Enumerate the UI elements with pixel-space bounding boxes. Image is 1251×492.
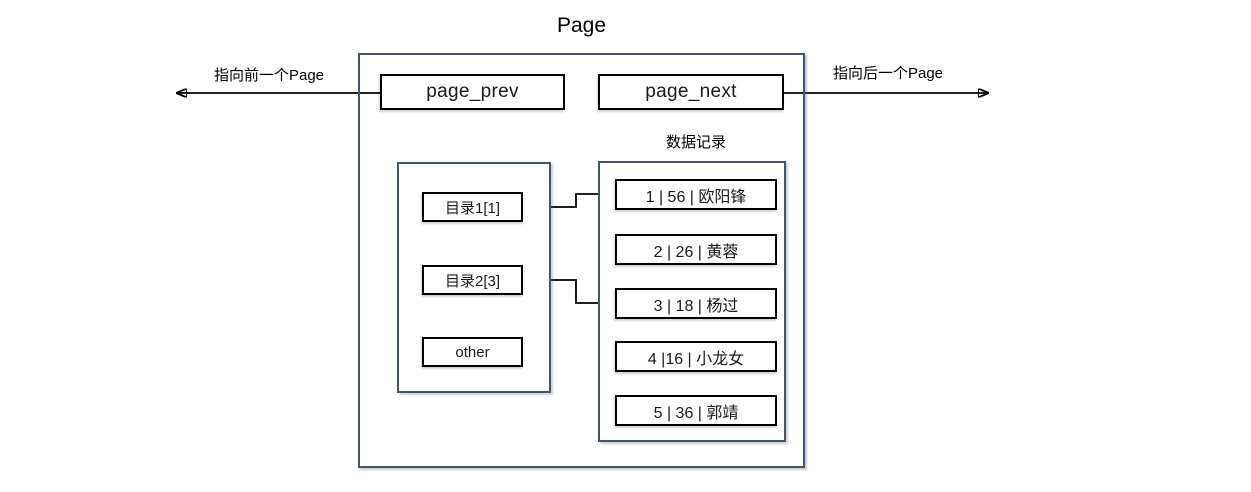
directory-item-1: 目录1[1] (422, 192, 523, 222)
record-box-2: 2 | 26 | 黄蓉 (615, 234, 777, 265)
page-next-box: page_next (598, 74, 784, 110)
prev-page-arrow-label: 指向前一个Page (213, 67, 325, 84)
page-title: Page (556, 14, 607, 37)
page-container-box (358, 53, 805, 468)
page-prev-box: page_prev (380, 74, 565, 110)
record-box-4: 4 |16 | 小龙女 (615, 341, 777, 372)
directory-item-2: 目录2[3] (422, 265, 523, 295)
record-box-3: 3 | 18 | 杨过 (615, 288, 777, 319)
directory-item-other: other (422, 337, 523, 367)
record-box-1: 1 | 56 | 欧阳锋 (615, 179, 777, 210)
next-page-arrow-label: 指向后一个Page (832, 65, 944, 82)
records-section-label: 数据记录 (665, 134, 726, 151)
record-box-5: 5 | 36 | 郭靖 (615, 395, 777, 426)
